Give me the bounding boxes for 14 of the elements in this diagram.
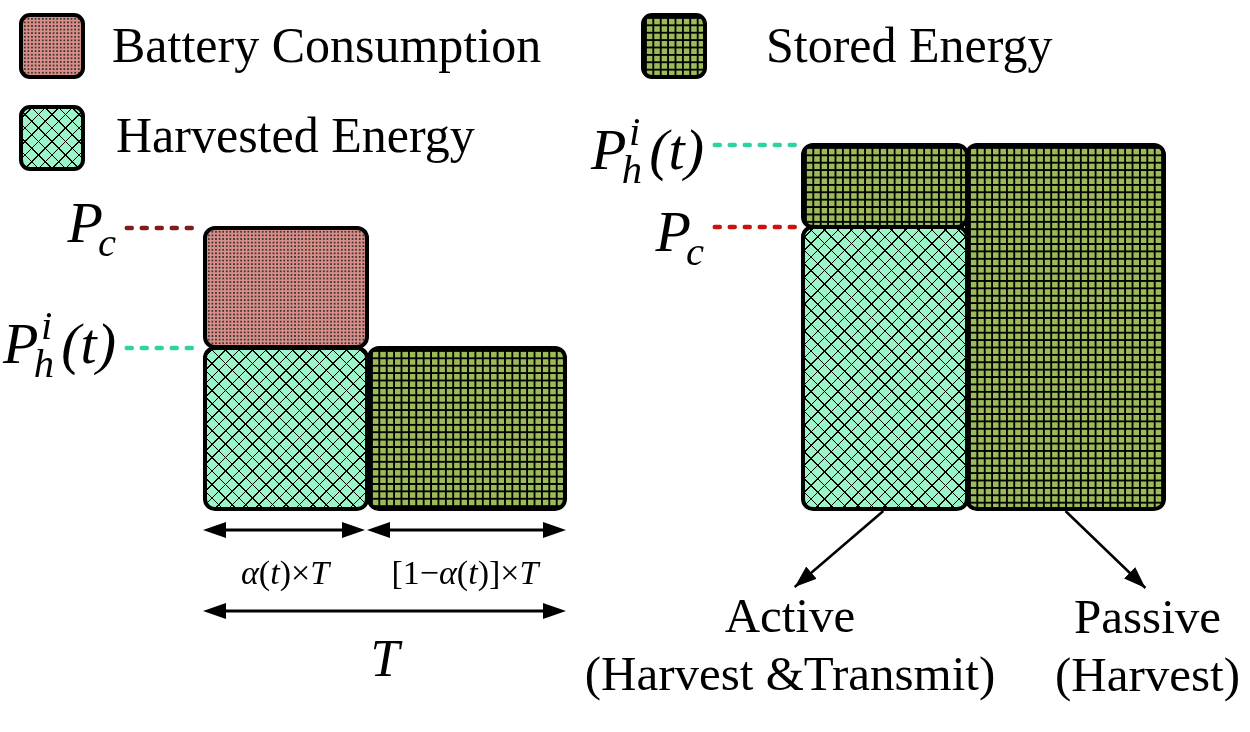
dimension-label: [1−α(t)]×T: [391, 556, 539, 590]
mode-description: (Harvest): [1055, 646, 1240, 704]
mode-label: Active: [724, 587, 856, 645]
mode-description: (Harvest &Transmit): [584, 645, 996, 703]
dimension-label: α(t)×T: [241, 556, 330, 590]
arrow: [793, 510, 885, 588]
crosshatched-bar: [203, 346, 369, 511]
grid-bar: [367, 346, 567, 511]
grid-bar: [801, 143, 969, 229]
grid-bar: [965, 143, 1166, 511]
dotted-bar: [203, 226, 369, 349]
mode-label: Passive: [1074, 588, 1221, 646]
arrow: [1064, 510, 1147, 589]
crosshatched-bar: [801, 225, 969, 511]
